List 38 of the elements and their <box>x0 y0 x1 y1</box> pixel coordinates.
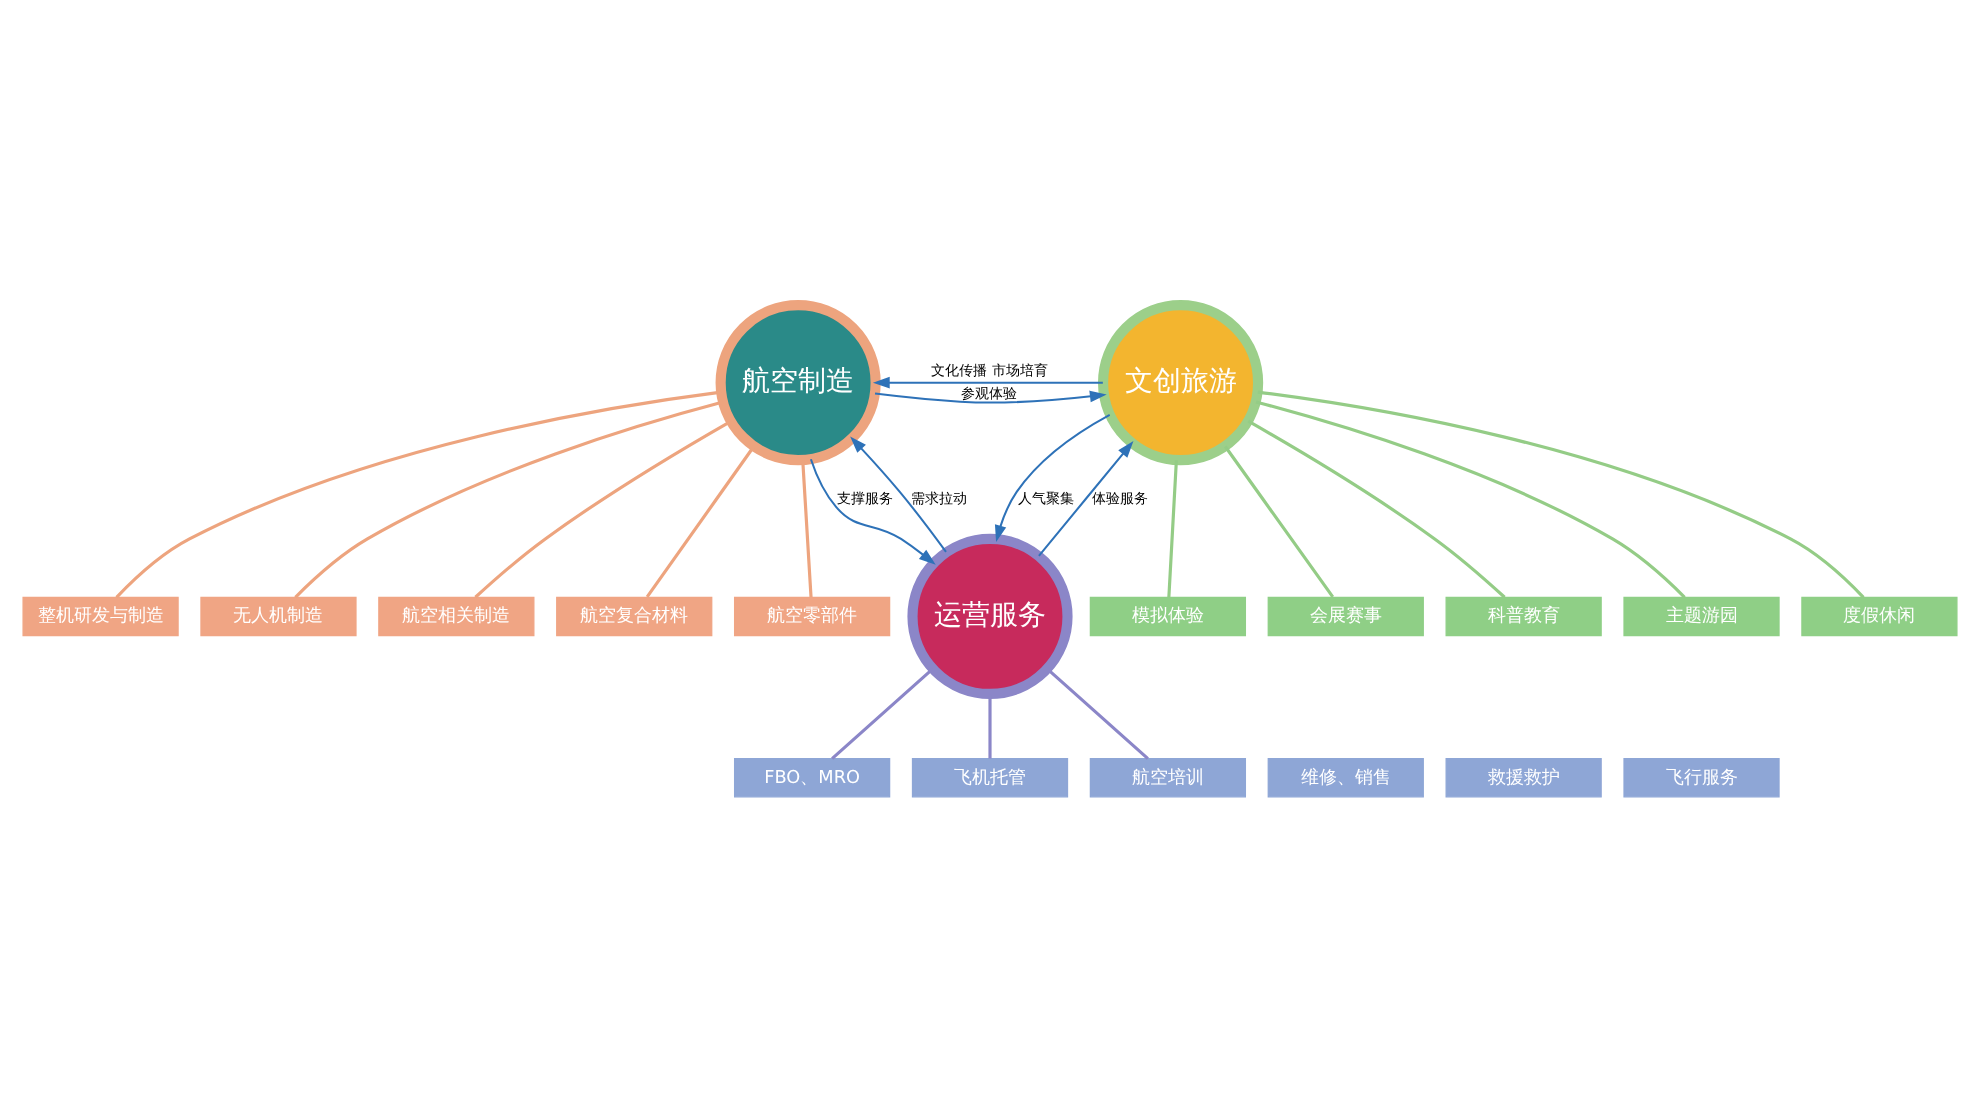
connector <box>800 459 812 597</box>
node-box: 科普教育 <box>1444 595 1601 636</box>
node-box: 飞行服务 <box>1622 757 1779 797</box>
node-box: 航空相关制造 <box>377 595 534 636</box>
node-circle: 文创旅游 <box>1097 299 1263 465</box>
node-box: 主题游园 <box>1622 595 1779 636</box>
connector <box>644 444 755 597</box>
arrow <box>849 435 946 552</box>
node-box: FBO、MRO <box>732 757 890 797</box>
connector <box>1246 418 1505 598</box>
node-box: 无人机制造 <box>199 595 356 636</box>
connector <box>114 389 721 598</box>
connector <box>830 666 933 759</box>
node-box: 航空培训 <box>1088 757 1246 797</box>
node-box: 模拟体验 <box>1088 595 1246 636</box>
arrow <box>993 412 1110 542</box>
connector <box>473 418 731 598</box>
node-box: 航空复合材料 <box>555 595 712 636</box>
connector <box>1254 399 1685 598</box>
node-box: 救援救护 <box>1444 757 1601 797</box>
arrow <box>808 457 935 564</box>
node-circle: 运营服务 <box>906 532 1072 699</box>
connector <box>987 693 991 758</box>
connector <box>1045 666 1148 759</box>
arrow <box>873 389 1106 403</box>
node-box: 整机研发与制造 <box>21 595 178 636</box>
node-box: 维修、销售 <box>1266 757 1423 797</box>
connector <box>1223 444 1334 597</box>
node-box: 飞机托管 <box>910 757 1068 797</box>
node-circle: 航空制造 <box>714 299 880 465</box>
arrow <box>871 375 1102 388</box>
connector <box>1256 389 1864 598</box>
arrow <box>1037 440 1133 556</box>
node-box: 度假休闲 <box>1800 595 1957 636</box>
connector <box>293 399 723 598</box>
node-box: 会展赛事 <box>1266 595 1423 636</box>
node-box: 航空零部件 <box>732 595 890 636</box>
connector <box>1166 459 1177 597</box>
